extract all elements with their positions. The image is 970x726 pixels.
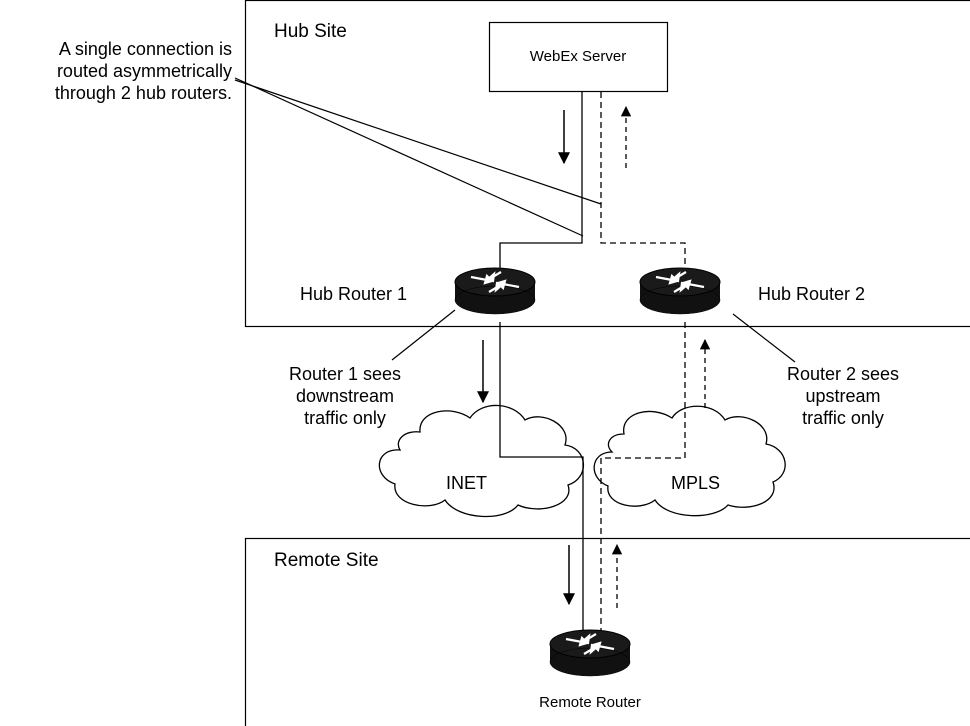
hub-router-1-icon xyxy=(453,266,537,316)
asymmetric-note-line-1: A single connection is xyxy=(58,39,232,59)
callout-line-1 xyxy=(234,77,584,237)
remote-site-title: Remote Site xyxy=(274,550,379,571)
hub-router-2-label: Hub Router 2 xyxy=(758,284,866,304)
asymmetric-note: A single connection is routed asymmetric… xyxy=(0,38,232,104)
webex-server-label: WebEx Server xyxy=(529,48,627,65)
downstream-path-lower xyxy=(499,322,584,638)
hub-site-box xyxy=(244,0,970,328)
webex-server-box xyxy=(488,21,669,93)
router-1-note: Router 1 sees downstream traffic only xyxy=(264,363,426,429)
router-2-note-line-3: traffic only xyxy=(802,408,884,428)
inet-cloud-icon xyxy=(378,404,585,518)
router-1-note-line-2: downstream xyxy=(295,386,395,406)
inet-cloud-label: INET xyxy=(446,473,488,493)
downstream-path xyxy=(499,92,583,275)
mpls-cloud-icon xyxy=(593,405,786,517)
router-2-note: Router 2 sees upstream traffic only xyxy=(762,363,924,429)
callout-line-2 xyxy=(234,79,602,205)
mpls-cloud-label: MPLS xyxy=(671,473,721,493)
remote-router-label: Remote Router xyxy=(539,694,641,711)
hub-router-1-label: Hub Router 1 xyxy=(300,284,408,304)
router-1-note-line-3: traffic only xyxy=(304,408,386,428)
upstream-path-lower xyxy=(600,322,686,638)
remote-site-box xyxy=(244,537,970,726)
remote-router-icon xyxy=(548,628,632,678)
router-1-note-line-1: Router 1 sees xyxy=(288,364,402,384)
hub-router-2-icon xyxy=(638,266,722,316)
asymmetric-note-line-2: routed asymmetrically xyxy=(56,61,232,81)
router-2-note-line-2: upstream xyxy=(805,386,881,406)
callout-line-router1 xyxy=(391,309,456,361)
upstream-path xyxy=(600,92,686,275)
router-2-note-line-1: Router 2 sees xyxy=(786,364,900,384)
callout-line-router2 xyxy=(732,313,796,363)
asymmetric-note-line-3: through 2 hub routers. xyxy=(54,83,232,103)
hub-site-title: Hub Site xyxy=(274,21,347,42)
